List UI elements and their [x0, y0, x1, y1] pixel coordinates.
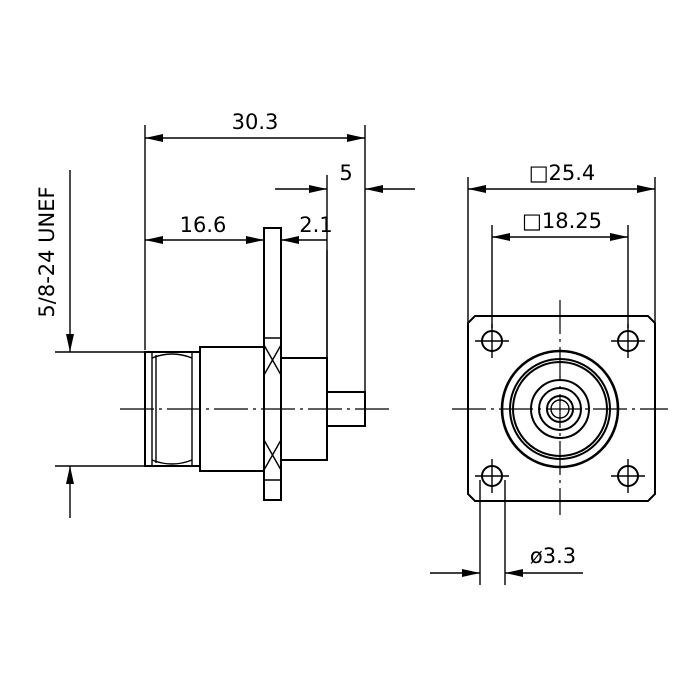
- dim-flange-thickness: 2.1: [281, 213, 333, 244]
- hole-spacing-label: □18.25: [522, 209, 602, 233]
- dim-body-length: 16.6: [145, 213, 264, 244]
- dim-overall-length: 30.3: [145, 110, 365, 142]
- thread-label: 5/8-24 UNEF: [35, 186, 59, 317]
- hole-diameter-label: ø3.3: [530, 544, 576, 568]
- flange-size-label: □25.4: [529, 161, 596, 185]
- mounting-holes: [475, 324, 645, 493]
- flange-thickness-label: 2.1: [299, 213, 332, 237]
- dim-pin-length: 5: [275, 161, 415, 193]
- side-view: 30.3 5 16.6 2.1 5/8-2: [35, 110, 415, 518]
- square-flange: [467, 315, 656, 502]
- body-length-label: 16.6: [180, 213, 227, 237]
- dim-flange-size: □25.4: [468, 161, 655, 193]
- dim-hole-spacing: □18.25: [492, 209, 628, 241]
- front-view: □25.4 □18.25 ø3.3: [430, 161, 668, 585]
- pin-length-label: 5: [339, 161, 352, 185]
- overall-length-label: 30.3: [232, 110, 279, 134]
- dim-thread: 5/8-24 UNEF: [35, 170, 74, 518]
- flange-section: [263, 227, 282, 501]
- dim-hole-diameter: ø3.3: [430, 544, 583, 577]
